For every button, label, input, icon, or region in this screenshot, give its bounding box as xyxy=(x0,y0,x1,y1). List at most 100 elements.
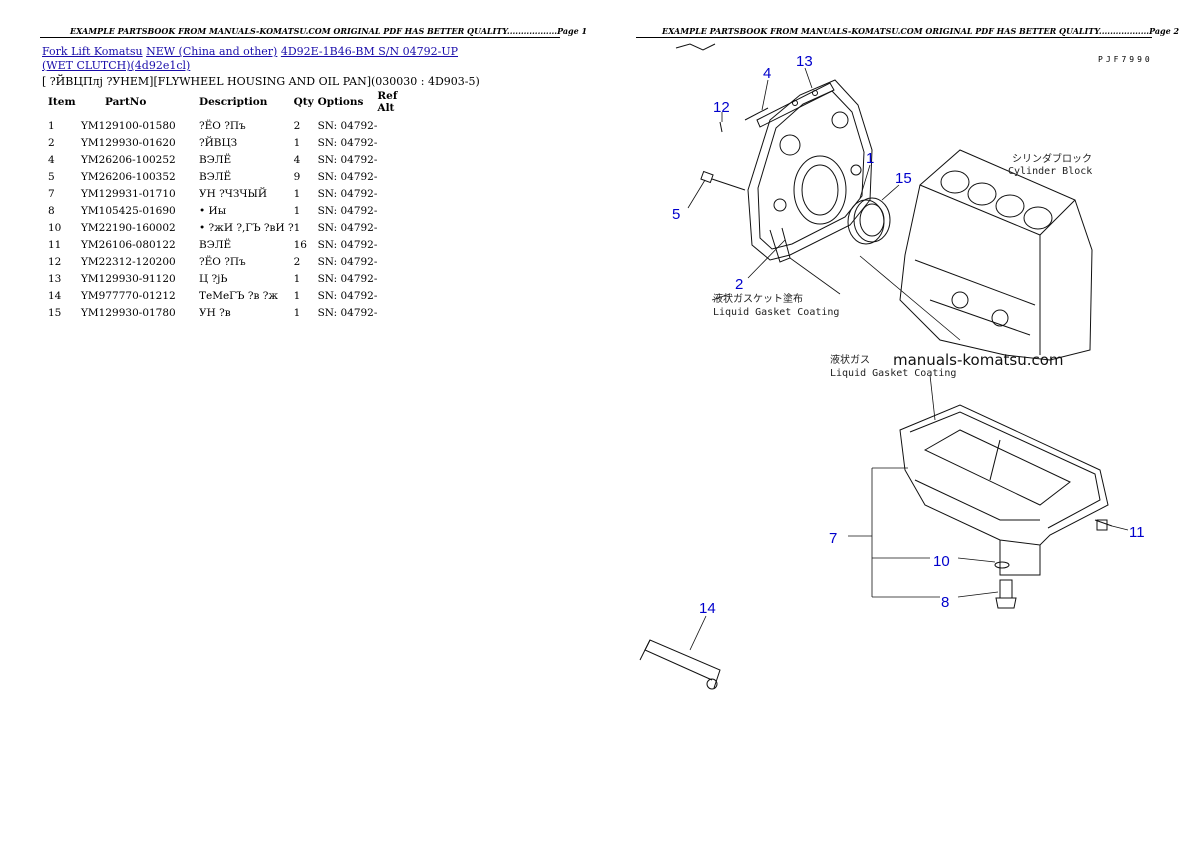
cell-partno: YM26206-100352 xyxy=(81,170,176,183)
cell-ref-alt xyxy=(377,253,417,270)
cell-item: 14 xyxy=(48,289,62,302)
cell-qty: 1 xyxy=(293,306,301,319)
cell-description: ВЭЛЁ xyxy=(199,238,232,251)
leader-lines xyxy=(687,67,1129,651)
cell-options: SN: 04792- xyxy=(317,187,378,200)
cell-partno: YM26206-100252 xyxy=(81,153,176,166)
cell-ref-alt xyxy=(377,270,417,287)
cell-item: 4 xyxy=(48,153,55,166)
cell-qty: 2 xyxy=(293,255,301,268)
note-cylinder-block-en: Cylinder Block xyxy=(1008,166,1092,177)
callout-14[interactable]: 14 xyxy=(699,600,716,617)
callout-4[interactable]: 4 xyxy=(763,65,771,82)
cell-ref-alt xyxy=(377,287,417,304)
cell-partno: YM22190-160002 xyxy=(81,221,176,234)
header-divider-right xyxy=(636,37,1152,38)
bolt-drawings xyxy=(700,107,769,191)
breadcrumb-link-fork-lift[interactable]: Fork Lift Komatsu xyxy=(42,45,143,58)
callout-12[interactable]: 12 xyxy=(713,99,730,116)
oil-pan-drawing xyxy=(899,404,1109,576)
callout-1[interactable]: 1 xyxy=(866,150,874,167)
breadcrumb-link-region[interactable]: NEW (China and other) xyxy=(146,45,278,58)
cell-description: ТеМеГЪ ?в ?ж xyxy=(199,289,278,302)
cell-options: SN: 04792- xyxy=(317,170,378,183)
cell-description: УН ?в xyxy=(199,306,231,319)
cell-options: SN: 04792- xyxy=(317,119,378,132)
cell-qty: 1 xyxy=(293,272,301,285)
cell-partno: YM129100-01580 xyxy=(81,119,176,132)
cylinder-block-drawing xyxy=(899,149,1093,361)
drawing-code: PJF7990 xyxy=(1098,55,1153,64)
cell-description: ?ЙВЦЗ xyxy=(199,136,238,149)
cell-item: 5 xyxy=(48,170,55,183)
note-gasket2-jp: 液状ガス xyxy=(830,353,870,366)
cell-options: SN: 04792- xyxy=(317,136,378,149)
cell-ref-alt xyxy=(377,185,417,202)
column-header-ref-alt: Ref Alt xyxy=(377,90,398,114)
cell-ref-alt xyxy=(377,134,417,151)
column-header-options: Options xyxy=(317,96,364,108)
bracket-drawing xyxy=(756,82,835,128)
cell-options: SN: 04792- xyxy=(317,204,378,217)
cell-item: 7 xyxy=(48,187,55,200)
cell-partno: YM129930-01620 xyxy=(81,136,176,149)
guide-drawing xyxy=(639,639,721,690)
exploded-parts-diagram: シリンダブロック Cylinder Block 液状ガスケット塗布 Liquid… xyxy=(639,43,1145,690)
cell-options: SN: 04792- xyxy=(317,289,378,302)
callout-8[interactable]: 8 xyxy=(941,594,949,611)
cell-options: SN: 04792- xyxy=(317,306,378,319)
cell-item: 8 xyxy=(48,204,55,217)
cell-options: SN: 04792- xyxy=(317,221,378,234)
watermark: manuals-komatsu.com xyxy=(893,351,1064,369)
pan-bolt-drawing xyxy=(1094,519,1113,531)
table-header-row: Item PartNo Description Qty Options Ref … xyxy=(44,89,417,117)
callout-11[interactable]: 11 xyxy=(1129,524,1145,541)
cell-qty: 1 xyxy=(293,136,301,149)
callout-2[interactable]: 2 xyxy=(735,276,743,293)
cell-ref-alt xyxy=(377,168,417,185)
cell-partno: YM129930-91120 xyxy=(81,272,176,285)
cell-description: • Иы xyxy=(199,204,227,217)
callout-5[interactable]: 5 xyxy=(672,206,680,223)
cell-qty: 1 xyxy=(293,204,301,217)
callout-7[interactable]: 7 xyxy=(829,530,837,547)
note-gasket2-en: Liquid Gasket Coating xyxy=(830,368,956,379)
cell-partno: YM105425-01690 xyxy=(81,204,176,217)
column-header-partno: PartNo xyxy=(105,96,147,108)
note-cylinder-block-jp: シリンダブロック xyxy=(1012,152,1092,165)
page-header-left: EXAMPLE PARTSBOOK FROM MANUALS-KOMATSU.C… xyxy=(70,26,588,36)
cell-item: 15 xyxy=(48,306,62,319)
cell-options: SN: 04792- xyxy=(317,255,378,268)
cell-partno: YM129931-01710 xyxy=(81,187,176,200)
fragment-drawing xyxy=(675,43,716,51)
cell-item: 13 xyxy=(48,272,62,285)
cell-description: ?ЁО ?Пъ xyxy=(199,255,246,268)
cell-qty: 1 xyxy=(293,187,301,200)
table-row: 8 YM105425-01690 • Иы 1 SN: 04792- xyxy=(44,202,417,219)
cell-ref-alt xyxy=(377,151,417,168)
group-title: [ ?ЙВЦПлj ?УНЕМ][FLYWHEEL HOUSING AND OI… xyxy=(42,75,480,88)
cell-qty: 16 xyxy=(293,238,307,251)
callout-10[interactable]: 10 xyxy=(933,553,950,570)
cell-description: УН ?ЧЗЧЫЙ xyxy=(199,187,267,200)
column-header-qty: Qty xyxy=(293,96,314,108)
breadcrumb-link-model[interactable]: 4D92E-1B46-BM S/N 04792-UP (WET CLUTCH)(… xyxy=(42,45,459,72)
cell-ref-alt xyxy=(377,202,417,219)
flywheel-housing-drawing xyxy=(747,79,873,263)
table-row: 7 YM129931-01710 УН ?ЧЗЧЫЙ 1 SN: 04792- xyxy=(44,185,417,202)
callout-15[interactable]: 15 xyxy=(895,170,912,187)
parts-table: Item PartNo Description Qty Options Ref … xyxy=(44,89,417,321)
cell-description: • ?жИ ?,ГЪ ?вИ ? xyxy=(199,221,294,234)
cell-ref-alt xyxy=(377,236,417,253)
callout-13[interactable]: 13 xyxy=(796,53,813,70)
cell-description: ВЭЛЁ xyxy=(199,170,232,183)
